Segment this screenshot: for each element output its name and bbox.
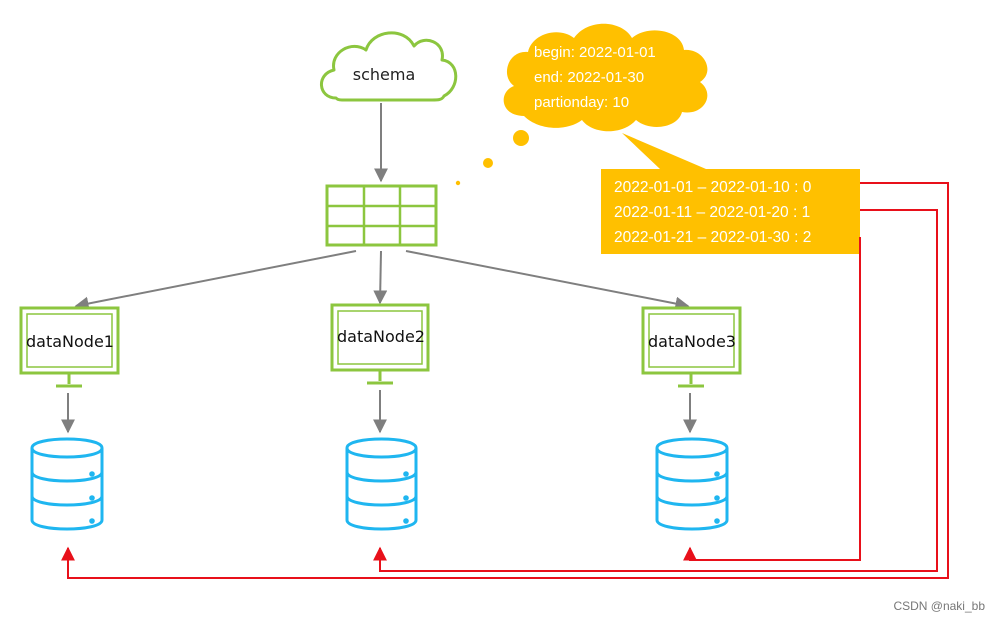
partition-range-1: 2022-01-11 – 2022-01-20 : 1 (614, 204, 810, 221)
partition-callout: 2022-01-01 – 2022-01-10 : 0 2022-01-11 –… (601, 133, 860, 254)
monitor-icon (19, 306, 120, 388)
config-thought-bubble: begin: 2022-01-01 end: 2022-01-30 partio… (455, 23, 708, 186)
datanode-3: dataNode3 (641, 306, 742, 388)
database-icon-3 (655, 437, 729, 531)
monitor-icon (330, 303, 430, 385)
partition-callout-shape (601, 133, 860, 254)
schema-cloud: schema (320, 31, 458, 102)
datanode-3-label: dataNode3 (648, 332, 736, 351)
database-icon-1 (30, 437, 104, 531)
config-begin: begin: 2022-01-01 (534, 44, 656, 61)
thought-dot-large (513, 130, 529, 146)
thought-dot-medium (483, 158, 493, 168)
watermark: CSDN @naki_bb (893, 599, 985, 613)
config-end: end: 2022-01-30 (534, 69, 644, 86)
partition-range-0: 2022-01-01 – 2022-01-10 : 0 (614, 179, 812, 196)
thought-dot-small (455, 180, 461, 186)
arrow-table-to-datanode1 (74, 250, 357, 311)
monitor-icon (641, 306, 742, 388)
database-icon-2 (345, 437, 418, 531)
cloud-icon (320, 31, 458, 102)
config-cloud-shape (503, 23, 708, 132)
datanode-1: dataNode1 (19, 306, 120, 388)
routing-table-icon (325, 184, 438, 247)
datanode-2: dataNode2 (330, 303, 430, 385)
config-partionday: partionday: 10 (534, 94, 629, 111)
datanode-1-label: dataNode1 (26, 332, 114, 351)
schema-label: schema (353, 65, 416, 84)
route-partition-0-to-db1 (61, 182, 949, 579)
route-partition-2-to-db3 (683, 237, 861, 561)
arrow-table-to-datanode3 (405, 250, 690, 311)
route-partition-1-to-db2 (373, 209, 938, 572)
datanode-2-label: dataNode2 (337, 327, 425, 346)
partition-range-2: 2022-01-21 – 2022-01-30 : 2 (614, 229, 811, 246)
arrow-table-to-datanode2 (373, 250, 388, 305)
